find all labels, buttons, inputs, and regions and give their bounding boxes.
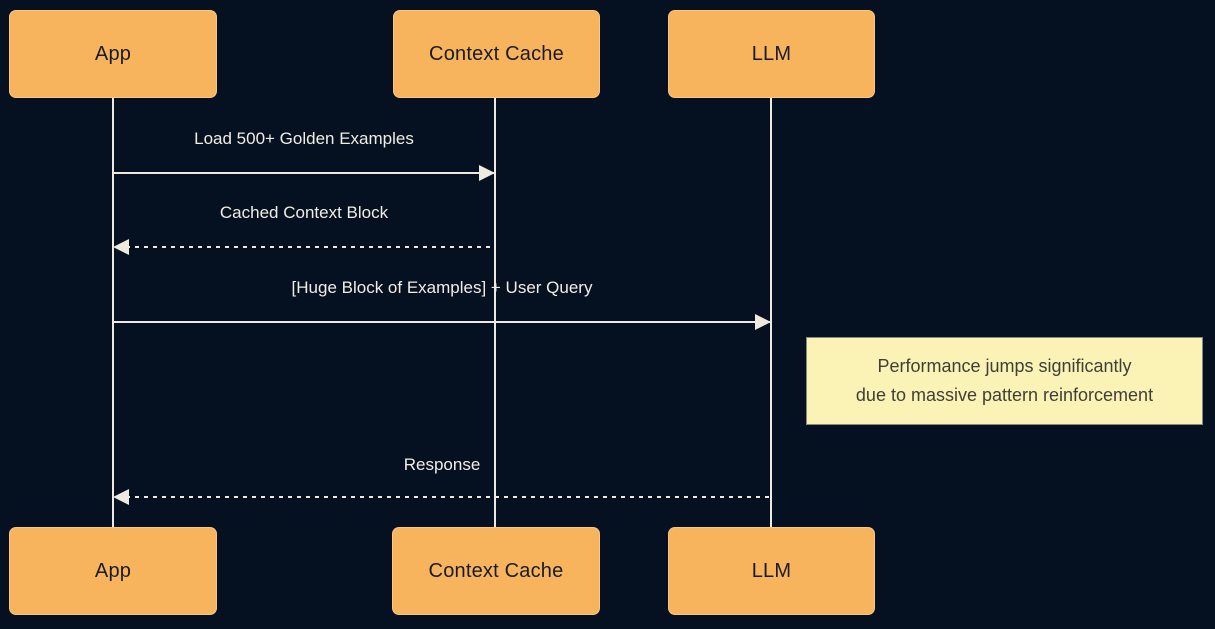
lifeline-context-cache	[494, 98, 496, 527]
actor-box-context-cache-top: Context Cache	[393, 10, 600, 98]
actor-box-app-bottom: App	[9, 527, 217, 615]
note-line-2: due to massive pattern reinforcement	[855, 385, 1154, 405]
arrowhead-right-icon	[755, 314, 771, 330]
arrowhead-left-icon	[113, 239, 129, 255]
message-line-cached-context-block	[117, 246, 495, 248]
lifeline-llm	[770, 98, 772, 527]
message-line-response	[117, 496, 771, 498]
note-line-1: Performance jumps significantly	[877, 356, 1132, 376]
actor-label-context-cache-top: Context Cache	[429, 42, 564, 65]
actor-box-context-cache-bottom: Context Cache	[392, 527, 600, 615]
actor-label-context-cache-bottom: Context Cache	[428, 559, 564, 582]
note-performance: Performance jumps significantly due to m…	[806, 337, 1203, 425]
lifeline-app	[112, 98, 114, 527]
arrowhead-right-icon	[479, 165, 495, 181]
message-label-load-golden-examples: Load 500+ Golden Examples	[194, 129, 414, 148]
arrowhead-left-icon	[113, 489, 129, 505]
actor-label-app-top: App	[94, 42, 132, 65]
actor-label-llm-bottom: LLM	[751, 559, 792, 582]
message-line-load-golden-examples	[113, 172, 495, 174]
message-label-cached-context-block: Cached Context Block	[219, 203, 389, 222]
message-label-huge-block-user-query: [Huge Block of Examples] + User Query	[291, 278, 593, 297]
actor-box-llm-top: LLM	[668, 10, 875, 98]
message-line-huge-block-user-query	[113, 321, 771, 323]
message-label-response: Response	[403, 455, 481, 474]
actor-box-app-top: App	[9, 10, 217, 98]
actor-box-llm-bottom: LLM	[668, 527, 875, 615]
actor-label-app-bottom: App	[94, 559, 132, 582]
actor-label-llm-top: LLM	[751, 42, 792, 65]
